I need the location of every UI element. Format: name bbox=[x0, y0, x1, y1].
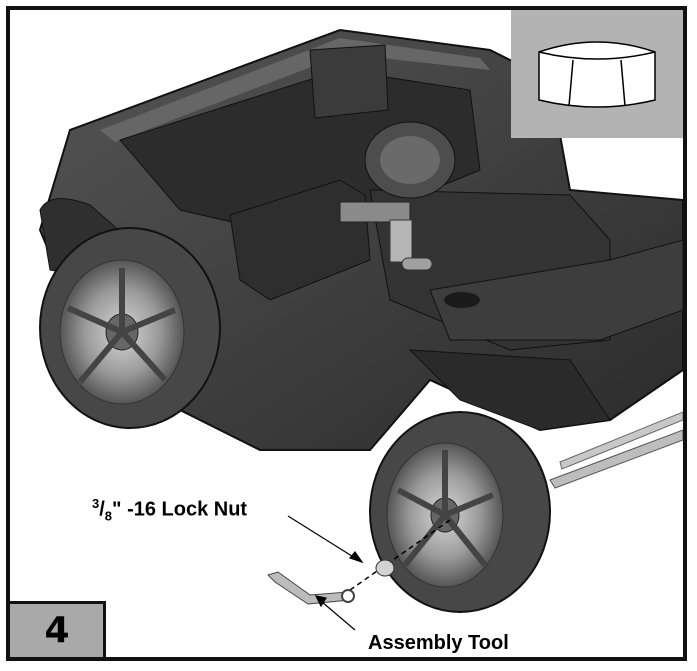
lock-nut-part bbox=[349, 519, 451, 591]
left-wheel bbox=[39, 227, 221, 429]
part-inset bbox=[511, 10, 683, 138]
fraction-denominator: 8 bbox=[104, 508, 113, 524]
side-rails bbox=[549, 411, 683, 489]
fraction-numerator: 3 bbox=[92, 496, 100, 511]
hex-lock-nut-icon bbox=[538, 41, 656, 108]
step-number: 4 bbox=[44, 610, 69, 651]
callout-leaders bbox=[287, 515, 364, 631]
instruction-frame: 4 3/8" -16 Lock Nut Assembly Tool bbox=[6, 6, 687, 661]
lock-nut-label-text: " -16 Lock Nut bbox=[112, 498, 248, 521]
step-number-box: 4 bbox=[10, 601, 106, 657]
assembly-tool-part bbox=[267, 571, 355, 605]
lock-nut-label: 3/8" -16 Lock Nut bbox=[92, 496, 248, 524]
assembly-tool-label: Assembly Tool bbox=[368, 632, 509, 654]
seat-well-wheel bbox=[364, 121, 456, 199]
front-wheel bbox=[369, 411, 551, 613]
